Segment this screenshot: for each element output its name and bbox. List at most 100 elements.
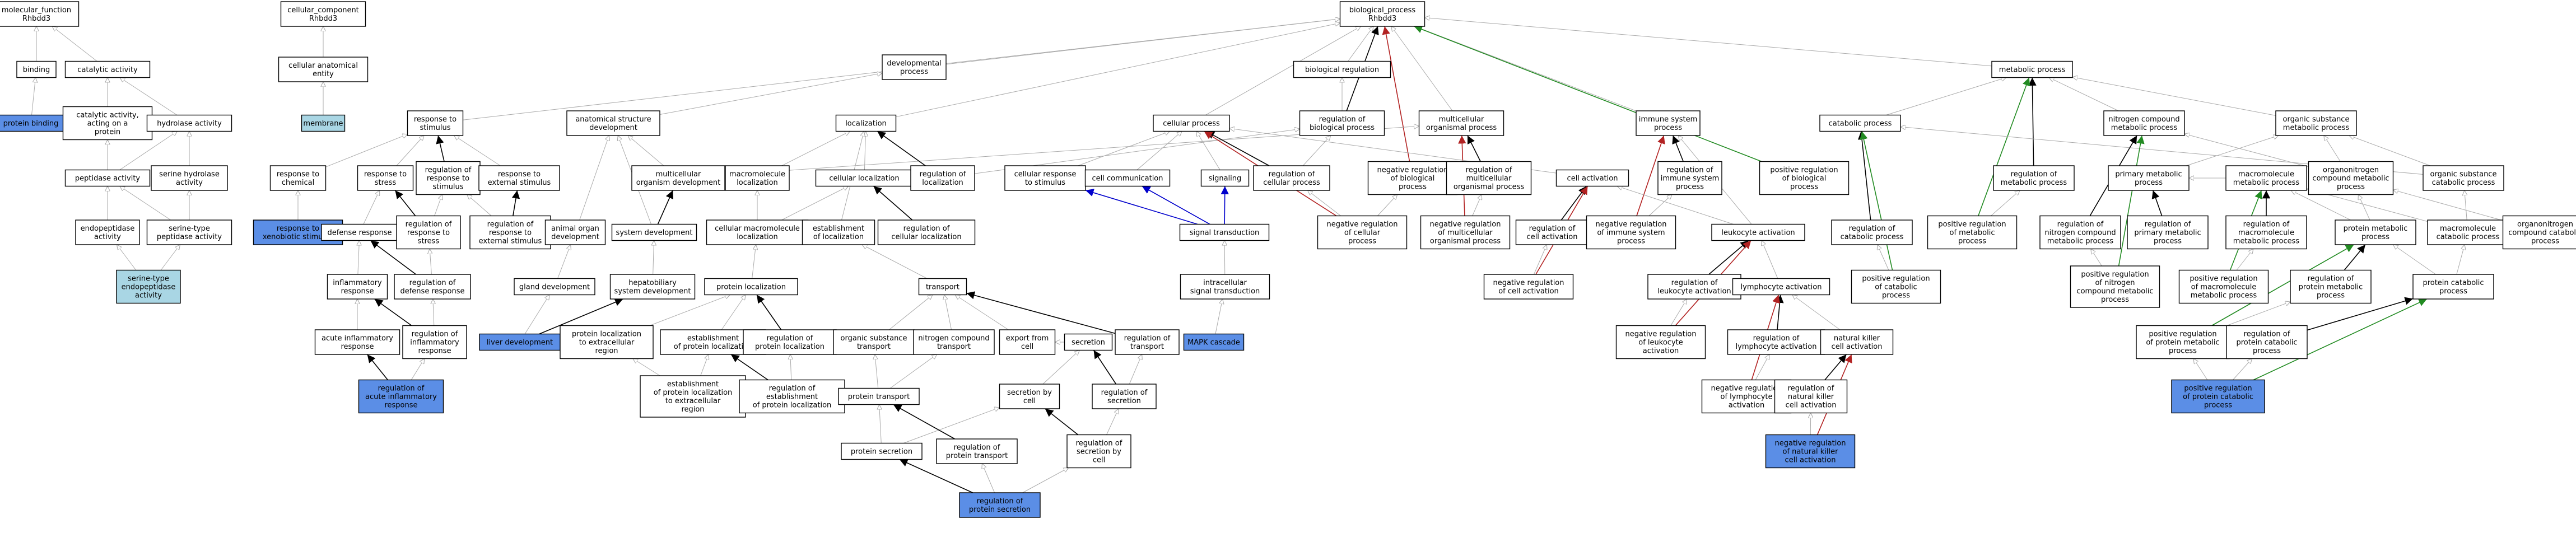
- go-term-bioreg[interactable]: biological regulation: [1293, 60, 1391, 78]
- go-term-lymphact[interactable]: lymphocyte activation: [1732, 278, 1830, 296]
- go-term-glanddev[interactable]: gland development: [514, 278, 595, 296]
- go-term-loc[interactable]: localization: [835, 114, 897, 132]
- go-term-liverdev[interactable]: liver development: [479, 333, 561, 351]
- go-term-cellcomm[interactable]: cell communication: [1084, 169, 1171, 187]
- go-term-protbind[interactable]: protein binding: [0, 114, 68, 132]
- go-term-peptidase[interactable]: peptidase activity: [64, 169, 151, 187]
- go-term-cellact[interactable]: cell activation: [1555, 169, 1629, 187]
- go-term-catab[interactable]: catabolic process: [1819, 114, 1901, 132]
- go-term-sysdev[interactable]: system development: [611, 223, 697, 241]
- go-term-leukact[interactable]: leukocyte activation: [1711, 223, 1805, 241]
- go-term-signaling[interactable]: signaling: [1200, 169, 1250, 187]
- go-term-cellloc[interactable]: cellular localization: [815, 169, 914, 187]
- go-term-sigtrans[interactable]: signal transduction: [1179, 223, 1270, 241]
- go-term-binding[interactable]: binding: [16, 60, 57, 78]
- go-term-hydrolase[interactable]: hydrolase activity: [146, 114, 232, 132]
- go-term-catalytic[interactable]: catalytic activity: [64, 60, 151, 78]
- go-term-secretion[interactable]: secretion: [1064, 333, 1113, 351]
- go-term-defresp[interactable]: defense response: [321, 223, 398, 241]
- go-term-metab[interactable]: metabolic process: [1991, 60, 2073, 78]
- go-term-transport[interactable]: transport: [918, 278, 967, 296]
- go-term-protsec[interactable]: protein secretion: [841, 442, 923, 460]
- go-term-mapk[interactable]: MAPK cascade: [1183, 333, 1245, 351]
- go-term-membrane[interactable]: membrane: [301, 114, 346, 132]
- go-term-cellproc[interactable]: cellular process: [1153, 114, 1230, 132]
